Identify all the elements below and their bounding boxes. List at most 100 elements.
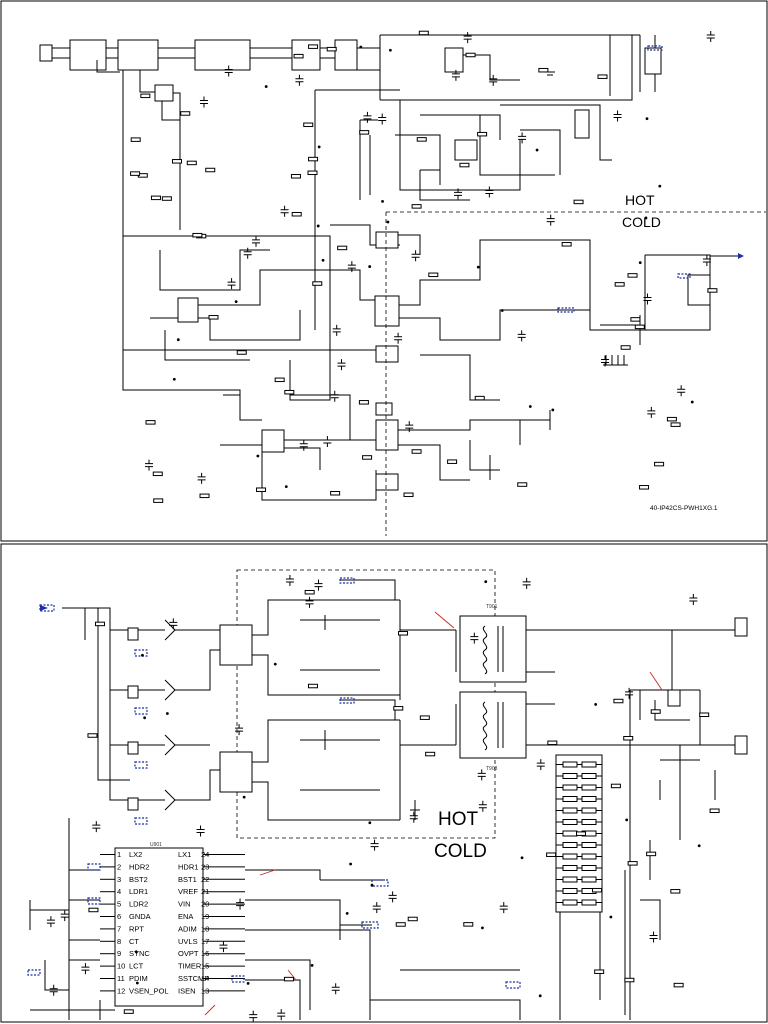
ic-pin-number: 11: [117, 974, 125, 983]
junction-dot: [520, 856, 524, 860]
resistor: [308, 44, 319, 49]
resistor: [358, 400, 369, 405]
opto-couplers: [375, 231, 399, 491]
resistor: [419, 715, 430, 720]
resistor: [562, 876, 578, 883]
resistor: [474, 395, 485, 401]
capacitor: [485, 186, 494, 198]
junction-dot: [284, 485, 288, 489]
ic-pin-number: 4: [117, 887, 121, 896]
junction-dot: [345, 911, 349, 915]
junction-dot: [172, 377, 176, 381]
capacitor: [46, 916, 55, 928]
capacitor: [224, 65, 233, 77]
ic-ref: U901: [150, 842, 162, 848]
ic-pin-name: HDR1: [178, 862, 198, 871]
capacitor: [169, 618, 178, 630]
ic-pin-number: 8: [117, 937, 121, 946]
resistor: [172, 159, 183, 164]
capacitor: [394, 332, 403, 344]
capacitor: [370, 839, 379, 851]
capacitor: [251, 235, 260, 247]
resistor: [581, 842, 597, 848]
resistor: [654, 461, 665, 467]
resistor: [562, 761, 578, 768]
resistor: [673, 982, 684, 988]
capacitor: [499, 902, 508, 914]
resistor: [592, 887, 603, 893]
junction-dot: [697, 844, 701, 848]
resistor: [562, 830, 578, 837]
ic-pin-name: LX2: [129, 850, 142, 859]
junction-dot: [625, 818, 629, 822]
resistor: [627, 861, 638, 866]
resistor: [208, 315, 219, 320]
resistor: [256, 487, 267, 492]
standby-section: [123, 224, 740, 401]
capacitor: [601, 355, 610, 367]
resistor: [192, 232, 203, 238]
resistor: [639, 485, 650, 490]
ic-pin-number: 12: [117, 986, 125, 995]
capacitor: [92, 821, 101, 833]
junction-dot: [370, 883, 374, 887]
resistor: [517, 482, 528, 487]
capacitor: [249, 1010, 258, 1022]
junction-dot: [368, 265, 372, 268]
ic-pin-name: LX1: [178, 850, 191, 859]
ic-pin-number: 10: [117, 962, 125, 971]
ic-pin-name: BST2: [129, 875, 148, 884]
resistor: [337, 245, 348, 251]
ic-pin-name: RPT: [129, 924, 144, 933]
resistor: [576, 831, 587, 836]
resistor: [630, 317, 641, 322]
resistor: [161, 196, 172, 201]
resistor: [573, 199, 584, 205]
resistor: [581, 807, 597, 814]
resistor: [562, 888, 578, 894]
resistor: [620, 345, 631, 350]
ic-pin-name: TIMER: [178, 962, 202, 971]
capacitor: [478, 800, 487, 812]
ic-pin-number: 18: [201, 924, 209, 933]
ic-pin-name: UVLS: [178, 937, 198, 946]
junction-dot: [135, 981, 139, 985]
ic-pin-name: VSEN_POL: [129, 986, 169, 995]
t903-ref: T903: [486, 766, 498, 772]
resistor: [411, 204, 422, 209]
connector-bottom: [734, 735, 748, 755]
resistor: [152, 471, 163, 477]
capacitor: [522, 577, 531, 589]
junction-dot: [381, 199, 384, 203]
resistor: [290, 174, 301, 179]
resistor: [88, 907, 99, 913]
resistor: [308, 156, 319, 162]
capacitor: [613, 110, 622, 122]
junction-dot: [273, 662, 277, 666]
junction-dot: [484, 580, 488, 584]
transformer-t903: [459, 691, 527, 759]
junction-dot: [317, 145, 321, 149]
resistor: [561, 242, 572, 247]
top-net-flags: [557, 45, 744, 313]
junction-dot: [476, 265, 480, 269]
ic-pin-name: SYNC: [129, 949, 150, 958]
part-number: 40-IP42CS-PWH1XG.1: [650, 505, 718, 512]
resistor: [581, 773, 597, 779]
capacitor: [643, 293, 652, 305]
resistor: [646, 851, 657, 857]
bottom-cold-label: COLD: [434, 841, 487, 862]
ic-pin-number: 19: [201, 912, 209, 921]
resonant-section: [122, 350, 551, 501]
capacitor: [235, 724, 244, 736]
resistor: [463, 922, 474, 927]
resistor: [666, 416, 677, 422]
capacitor: [477, 769, 486, 781]
resistor: [362, 455, 373, 460]
resistor: [312, 281, 323, 286]
top-components: [130, 30, 718, 503]
ic-pin-name: HDR2: [129, 862, 149, 871]
